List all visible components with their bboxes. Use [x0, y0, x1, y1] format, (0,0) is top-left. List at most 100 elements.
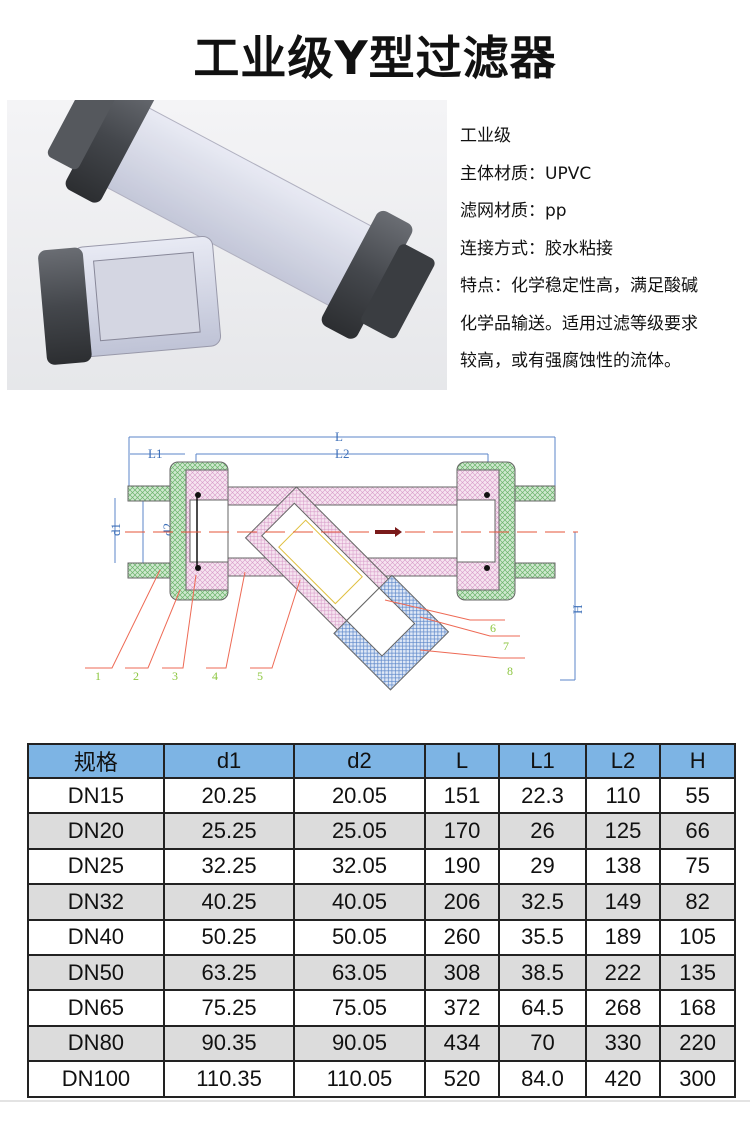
table-cell: 206	[423, 883, 501, 921]
left-pipe-bottom	[127, 562, 174, 579]
table-cell: 75.05	[293, 989, 426, 1027]
table-cell: 135	[659, 953, 736, 992]
table-cell: 66	[659, 812, 736, 850]
table-cell: 84.0	[498, 1060, 587, 1098]
table-cell: 170	[423, 812, 501, 850]
part-label-1: 1	[95, 669, 101, 683]
table-cell: 29	[498, 847, 587, 886]
table-cell: 75	[659, 847, 736, 886]
table-cell: 190	[423, 847, 501, 886]
table-cell: 25.25	[162, 812, 296, 850]
table-cell: 105	[659, 918, 736, 956]
table-cell: 75.25	[162, 989, 296, 1027]
table-cell: 25.05	[293, 812, 426, 850]
part-label-5: 5	[257, 669, 263, 683]
column-header: L2	[584, 743, 662, 779]
table-cell: 189	[584, 918, 662, 956]
table-cell: 420	[584, 1060, 662, 1098]
table-cell: 38.5	[498, 953, 587, 992]
table-cell: 110.05	[293, 1060, 426, 1098]
part-label-6: 6	[490, 621, 496, 635]
flow-arrow-icon	[375, 527, 402, 537]
table-cell: 40.25	[162, 883, 296, 921]
column-header: d1	[162, 743, 296, 779]
column-header: H	[659, 743, 736, 779]
table-cell: 308	[423, 953, 501, 992]
spec-body-material: 主体材质：UPVC	[460, 163, 592, 184]
spec-screen-material: 滤网材质：pp	[460, 201, 567, 221]
table-cell: 220	[659, 1024, 736, 1063]
table-cell: DN65	[27, 989, 165, 1027]
column-header: L	[423, 743, 501, 779]
table-cell: 70	[498, 1024, 587, 1063]
dim-L1: L1	[148, 446, 162, 461]
table-cell: 63.05	[293, 953, 426, 992]
table-cell: 90.35	[162, 1024, 296, 1063]
spec-list: 工业级 主体材质：UPVC 滤网材质：pp 连接方式：胶水粘接 特点：化学稳定性…	[460, 118, 745, 381]
table-cell: 168	[659, 989, 736, 1027]
spec-connection: 连接方式：胶水粘接	[460, 238, 613, 259]
table-cell: 300	[659, 1060, 736, 1098]
table-cell: 149	[584, 883, 662, 921]
table-cell: 125	[584, 812, 662, 850]
table-cell: 90.05	[293, 1024, 426, 1063]
column-header: L1	[498, 743, 587, 779]
table-cell: 434	[423, 1024, 501, 1063]
table-cell: 260	[423, 918, 501, 956]
table-cell: 32.25	[162, 847, 296, 886]
part-label-2: 2	[133, 669, 139, 683]
table-cell: DN40	[27, 918, 165, 956]
table-cell: DN25	[27, 847, 165, 886]
table-cell: DN20	[27, 812, 165, 850]
table-cell: 64.5	[498, 989, 587, 1027]
table-cell: 26	[498, 812, 587, 850]
table-cell: DN32	[27, 883, 165, 921]
dim-H: H	[570, 605, 585, 614]
table-cell: 35.5	[498, 918, 587, 956]
table-cell: 82	[659, 883, 736, 921]
table-cell: 268	[584, 989, 662, 1027]
right-pipe-bottom	[511, 562, 556, 579]
dim-L2: L2	[335, 446, 349, 461]
spec-features-2: 化学品输送。适用过滤等级要求	[460, 313, 698, 334]
left-pipe-top	[127, 485, 174, 502]
table-cell: 20.25	[162, 776, 296, 815]
table-cell: DN80	[27, 1024, 165, 1063]
spec-grade: 工业级	[460, 126, 511, 146]
spec-features-3: 较高，或有强腐蚀性的流体。	[460, 351, 681, 371]
table-cell: 110	[584, 776, 662, 815]
column-header: d2	[293, 743, 426, 779]
table-cell: 138	[584, 847, 662, 886]
part-label-3: 3	[172, 669, 178, 683]
table-cell: DN15	[27, 776, 165, 815]
part-label-4: 4	[212, 669, 218, 683]
spec-features-1: 特点：化学稳定性高，满足酸碱	[460, 276, 698, 296]
table-cell: 222	[584, 953, 662, 992]
column-header: 规格	[27, 743, 165, 779]
table-cell: 63.25	[162, 953, 296, 992]
table-cell: 32.5	[498, 883, 587, 921]
table-cell: 372	[423, 989, 501, 1027]
dim-L: L	[335, 429, 343, 444]
table-cell: 32.05	[293, 847, 426, 886]
dim-d1: d1	[108, 523, 123, 536]
table-cell: DN100	[27, 1060, 165, 1098]
table-cell: 50.05	[293, 918, 426, 956]
table-cell: 110.35	[162, 1060, 296, 1098]
table-cell: 20.05	[293, 776, 426, 815]
table-cell: 40.05	[293, 883, 426, 921]
page-title: 工业级Y型过滤器	[193, 31, 557, 85]
table-cell: 151	[423, 776, 501, 815]
part-label-7: 7	[503, 639, 509, 653]
table-cell: 520	[423, 1060, 501, 1098]
technical-diagram: L L1 L2 d1 d2 d H 1 2 3 4 5 6	[85, 429, 585, 691]
